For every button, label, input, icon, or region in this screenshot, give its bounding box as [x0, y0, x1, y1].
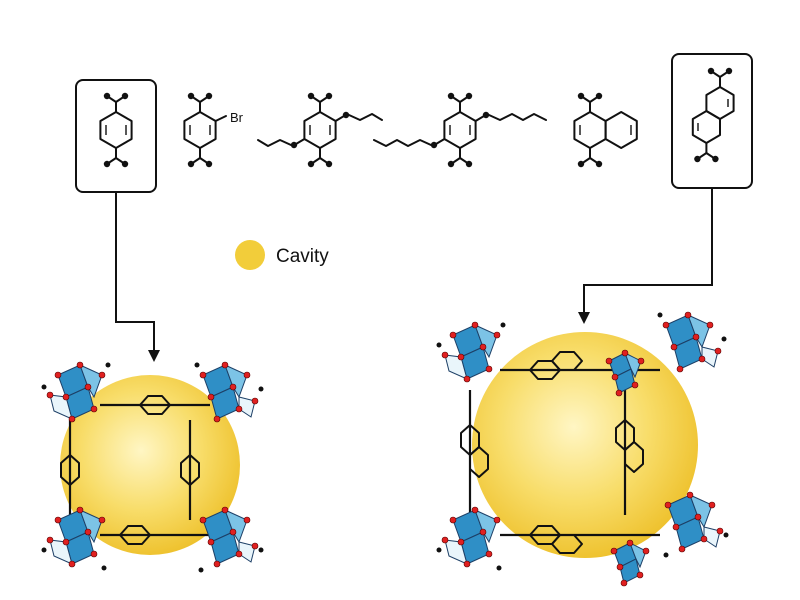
cluster-right-bottom-left: [436, 506, 502, 571]
bromo-terephthalate-icon: Br: [183, 92, 244, 168]
arrow-right: [578, 188, 713, 324]
cavity-swatch: [235, 240, 265, 270]
legend: Cavity: [235, 240, 329, 270]
cluster-left-bottom-right: [198, 506, 264, 573]
cluster-right-top-left: [436, 321, 506, 383]
naphthalene-2-6-dicarboxylate-icon: [671, 53, 753, 189]
cluster-left-top-left: [41, 361, 111, 423]
mof-large-cavity-icon: [436, 311, 729, 587]
naphthalene-1-4-dicarboxylate-icon: [573, 92, 638, 168]
mof-small-cavity-icon: [41, 361, 264, 573]
bromine-label: Br: [230, 110, 244, 125]
cavity-sphere-right: [472, 332, 698, 558]
dipropoxy-terephthalate-icon: [257, 92, 383, 168]
linker-row: Br: [75, 53, 753, 193]
linker-1-box: [75, 79, 157, 193]
cluster-left-top-right: [194, 361, 264, 423]
cluster-right-bottom-center: [610, 539, 650, 587]
dipentoxy-terephthalate-icon: [373, 92, 547, 168]
cluster-left-bottom-left: [41, 506, 107, 571]
framework-left-linkers: [60, 395, 210, 545]
terephthalate-icon: [75, 79, 157, 193]
arrow-left: [115, 192, 160, 362]
cluster-right-top-right: [657, 311, 727, 373]
cavity-sphere-left: [60, 375, 240, 555]
cluster-right-bottom-right: [663, 491, 729, 558]
cavity-label: Cavity: [276, 246, 329, 267]
cluster-right-mid-center: [605, 349, 645, 397]
linker-6-box: [671, 53, 753, 189]
